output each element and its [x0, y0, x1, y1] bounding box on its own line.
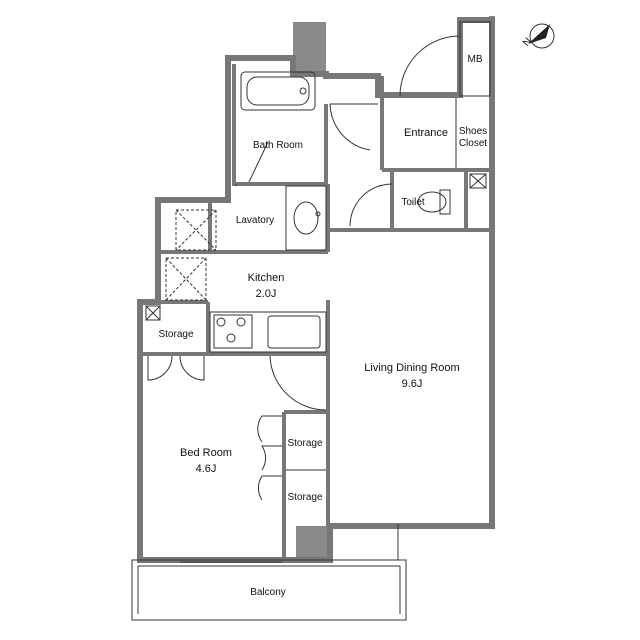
- bath-door: [248, 141, 269, 183]
- label-shoes: Shoes: [459, 126, 487, 137]
- storage-hatch: [145, 305, 161, 321]
- label-storage-top: Storage: [158, 329, 193, 340]
- label-entrance: Entrance: [404, 127, 448, 139]
- toilet-hatch-x2: [469, 173, 487, 189]
- closet-door-1: [257, 415, 282, 443]
- toilet-tank: [439, 189, 451, 215]
- bathtub-inner: [246, 76, 310, 106]
- hall-door-swing: [329, 103, 378, 151]
- label-bath-room: Bath Room: [253, 140, 303, 151]
- fridge-x1: [165, 257, 207, 301]
- burner-3: [226, 333, 236, 343]
- entrance-door-swing: [399, 35, 461, 97]
- storage-hatch-x2: [145, 305, 161, 321]
- washbasin-counter: [285, 185, 327, 251]
- toilet-hatch: [469, 173, 487, 189]
- burner-2: [236, 317, 246, 327]
- room-labels: MB Entrance Shoes Closet Bath Room Toile…: [158, 54, 487, 598]
- balcony-outline: [131, 559, 407, 621]
- washbasin: [293, 201, 319, 235]
- fridge-x2: [165, 257, 207, 301]
- washbasin-tap: [315, 211, 321, 217]
- storage-door-left: [147, 355, 173, 381]
- label-mb: MB: [468, 54, 483, 65]
- compass: N: [521, 23, 555, 49]
- pillar-top: [293, 22, 326, 74]
- stove: [213, 314, 253, 349]
- wall-bath: [232, 64, 328, 186]
- pillar-bottom: [296, 526, 328, 560]
- fridge-space: [165, 257, 207, 301]
- label-living-dining: Living Dining Room: [364, 362, 459, 374]
- compass-circle: [529, 23, 555, 49]
- label-bed-room: Bed Room: [180, 447, 232, 459]
- label-lavatory: Lavatory: [236, 215, 274, 226]
- bedroom-door-swing: [269, 355, 327, 411]
- washer-space: [175, 209, 217, 251]
- label-balcony: Balcony: [250, 587, 286, 598]
- label-storage-low: Storage: [287, 492, 322, 503]
- kitchen-counter: [209, 311, 327, 353]
- kitchen-sink: [267, 315, 321, 349]
- storage-door-right: [179, 355, 205, 381]
- closet-door-3: [258, 475, 282, 501]
- fixtures: [131, 21, 491, 621]
- toilet-bowl: [417, 191, 447, 213]
- compass-arrow: [528, 24, 550, 44]
- outer-walls: [137, 17, 495, 563]
- closet-door-2: [261, 445, 282, 471]
- label-storage-mid: Storage: [287, 438, 322, 449]
- bathtub: [240, 71, 316, 111]
- burner-1: [216, 317, 226, 327]
- label-living-dining-size: 9.6J: [402, 378, 423, 390]
- interior-walls: [142, 64, 490, 560]
- washer-x2: [175, 209, 217, 251]
- label-toilet: Toilet: [401, 197, 425, 208]
- outer-wall-outline: [137, 17, 495, 563]
- washer-x1: [175, 209, 217, 251]
- compass-letter: N: [521, 36, 534, 49]
- bathtub-drain: [299, 87, 307, 95]
- label-kitchen-size: 2.0J: [256, 288, 277, 300]
- label-closet: Closet: [459, 138, 488, 149]
- label-kitchen: Kitchen: [248, 272, 285, 284]
- label-bed-room-size: 4.6J: [196, 463, 217, 475]
- toilet-door-swing: [349, 183, 393, 227]
